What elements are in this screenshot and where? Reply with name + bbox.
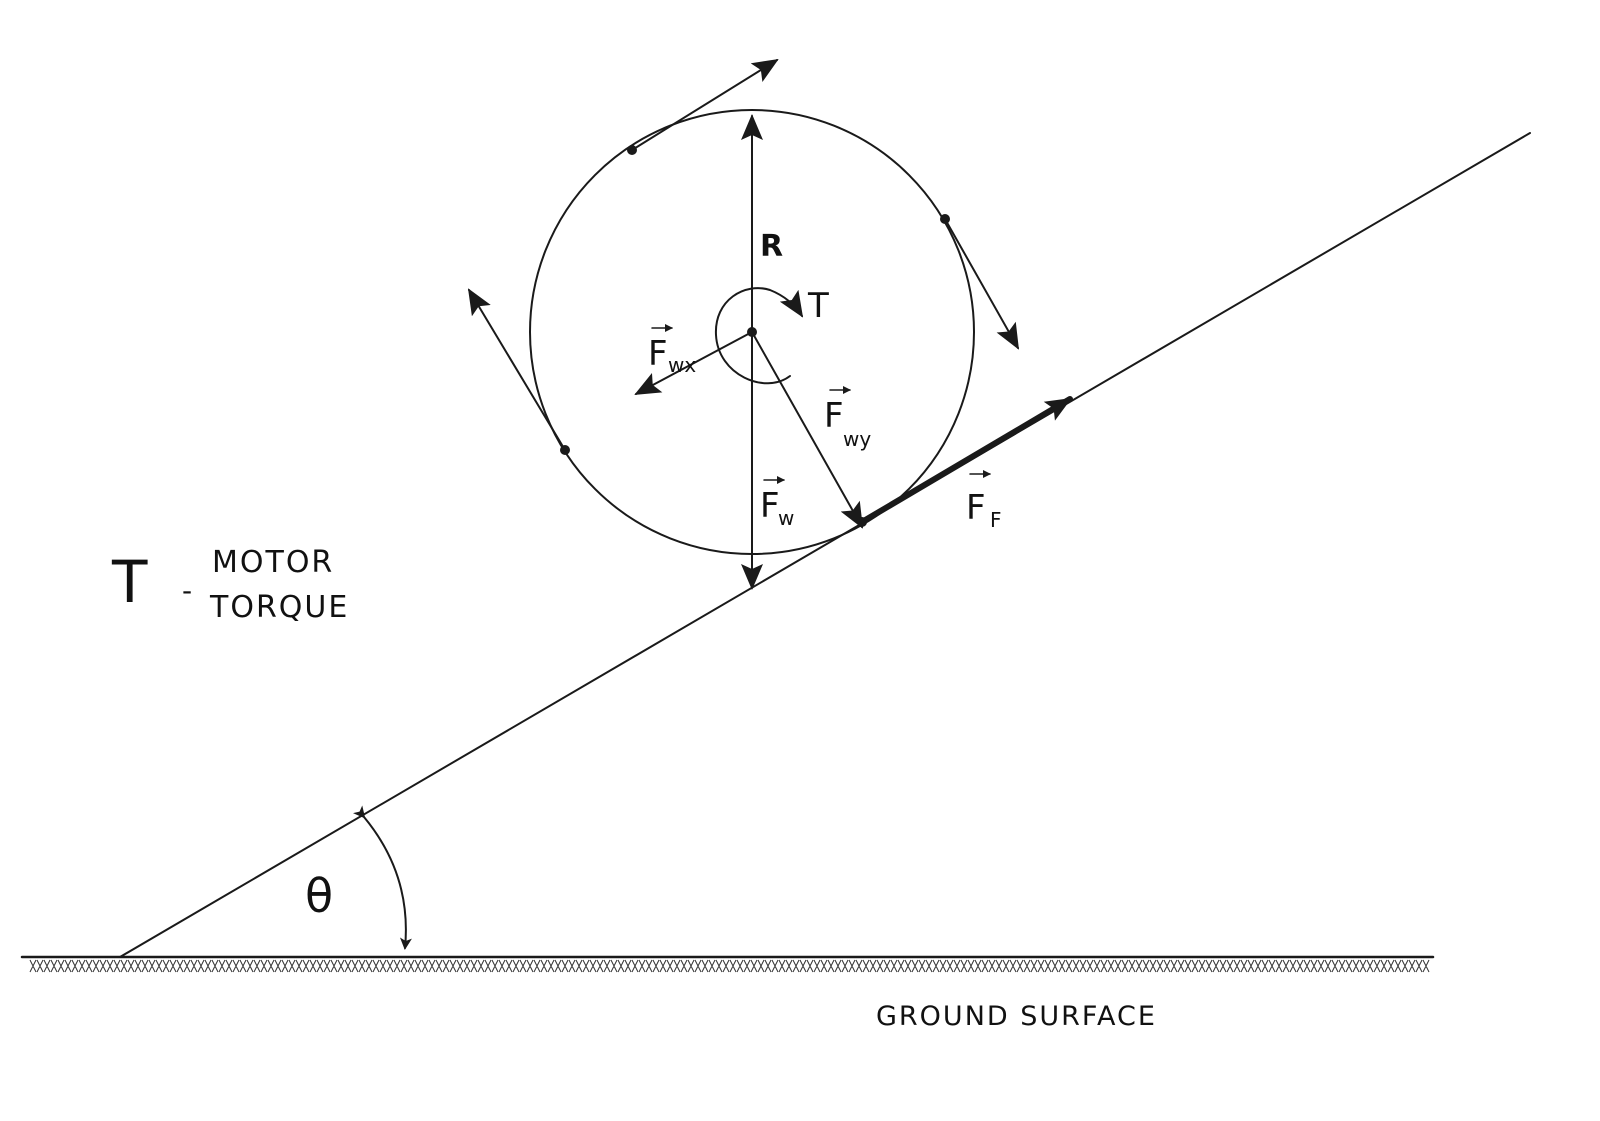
legend-dash: - [182,574,192,607]
angle-arc [353,805,412,950]
contact-point [857,517,867,527]
label-fwx: F wx [648,324,696,377]
tangent-arrows [467,58,1019,455]
svg-text:F: F [824,396,844,436]
svg-text:F: F [760,486,780,526]
svg-text:F: F [966,488,986,528]
svg-text:wx: wx [668,353,696,377]
ground-hatching [29,959,1430,973]
fwy-arrow [751,331,863,529]
svg-text:F: F [648,334,668,374]
torque-label: T [807,286,829,326]
legend-line2: TORQUE [209,590,349,625]
hatch-marks [29,959,1430,973]
legend-line1: MOTOR [212,545,334,580]
ff-arrow [859,396,1073,525]
fwx-arrow [634,331,753,395]
radius-label: R [760,229,783,264]
ground-surface [20,955,1435,973]
wheel-center [747,327,757,337]
label-fw: F w [760,476,794,530]
label-fwy: F wy [824,386,871,451]
torque-curl-arrow [714,287,804,385]
legend-symbol: T [111,548,148,616]
label-ff: F F [966,470,1002,532]
ground-label: GROUND SURFACE [876,1001,1157,1032]
svg-text:w: w [778,506,794,530]
angle-label: θ [305,869,333,923]
svg-text:F: F [990,508,1002,532]
torque-legend: T - MOTOR TORQUE [111,545,349,625]
svg-text:wy: wy [843,427,871,451]
